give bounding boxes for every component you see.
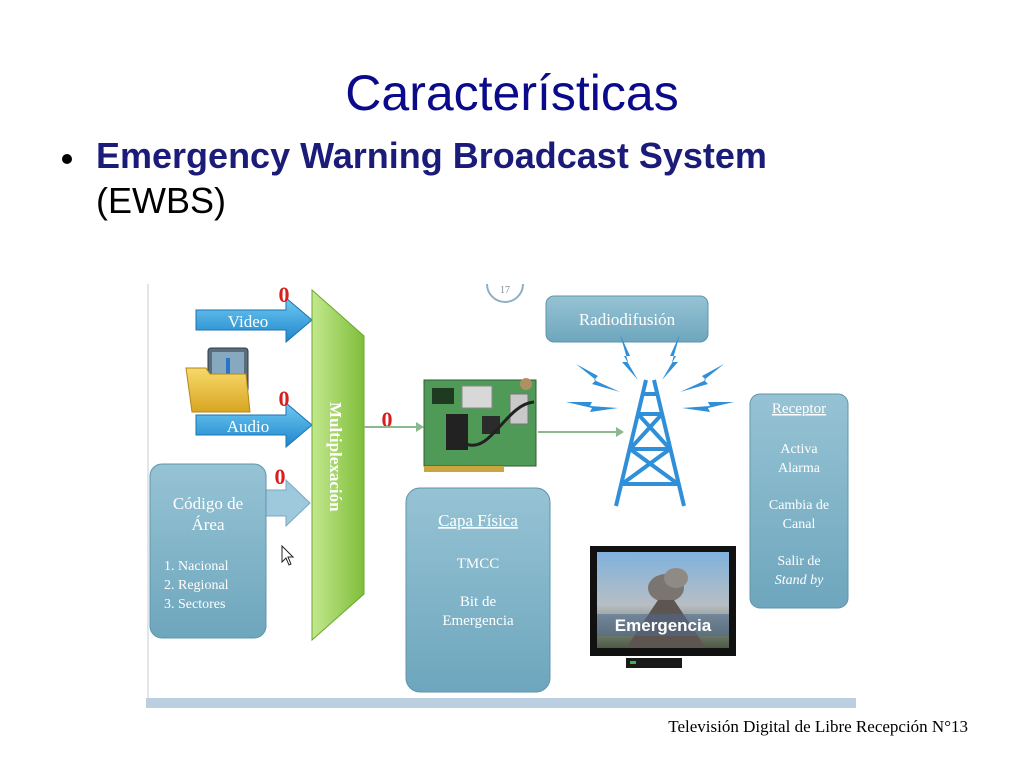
svg-text:Alarma: Alarma	[778, 461, 821, 476]
svg-text:Emergencia: Emergencia	[442, 613, 514, 629]
svg-text:Cambia de: Cambia de	[769, 498, 829, 513]
bullet-dot	[62, 154, 72, 164]
svg-text:Salir de: Salir de	[777, 554, 820, 569]
svg-text:Receptor: Receptor	[772, 401, 826, 417]
svg-text:Código de: Código de	[173, 494, 243, 513]
svg-text:3. Sectores: 3. Sectores	[164, 597, 225, 612]
zero-badge-mux: 0	[382, 407, 393, 432]
multiplexer-block: Multiplexación	[311, 288, 365, 642]
svg-text:Audio: Audio	[227, 417, 270, 436]
broadcast-box: Radiodifusión	[545, 295, 709, 343]
svg-text:Emergencia: Emergencia	[615, 616, 712, 635]
mouse-pointer-icon	[281, 544, 295, 566]
audio-arrow: Audio	[195, 401, 313, 449]
frame-bottom-bar	[146, 698, 856, 708]
zero-badge-audio: 0	[279, 386, 290, 411]
slide-footer: Televisión Digital de Libre Recepción N°…	[668, 717, 968, 736]
svg-text:Bit de: Bit de	[460, 594, 497, 610]
slide-title: Características	[345, 65, 679, 121]
svg-text:Canal: Canal	[783, 517, 816, 532]
bullet-rest-text: (EWBS)	[96, 180, 226, 221]
television-icon: Emergencia	[590, 546, 736, 668]
svg-text:Área: Área	[191, 515, 224, 534]
signal-bolts-icon	[566, 334, 734, 412]
svg-text:Radiodifusión: Radiodifusión	[579, 310, 676, 329]
svg-text:2. Regional: 2. Regional	[164, 578, 229, 593]
video-arrow: Video	[195, 296, 313, 344]
zero-badge-area: 0	[275, 464, 286, 489]
tuner-card-icon	[423, 378, 537, 472]
svg-text:Stand by: Stand by	[775, 573, 824, 588]
svg-text:TMCC: TMCC	[457, 556, 500, 572]
area-code-box: Código de Área 1. Nacional 2. Regional 3…	[149, 463, 267, 639]
physical-layer-box: Capa Física TMCC Bit de Emergencia	[405, 487, 551, 693]
svg-text:Multiplexación: Multiplexación	[326, 402, 345, 512]
ewbs-diagram: 17 Video Audio 0 0 0 0 Multiplexación Có…	[146, 284, 856, 708]
clock-icon: 17	[486, 284, 524, 303]
svg-text:Activa: Activa	[780, 442, 818, 457]
svg-text:17: 17	[500, 285, 510, 296]
svg-text:Video: Video	[228, 312, 269, 331]
area-code-arrow	[263, 478, 311, 528]
zero-badge-video: 0	[279, 284, 290, 307]
media-folder-icon	[185, 347, 251, 413]
svg-text:Capa Física: Capa Física	[438, 511, 518, 530]
card-to-tower-arrow	[538, 427, 624, 437]
bullet-bold-text: Emergency Warning Broadcast System	[96, 135, 767, 176]
mux-to-card-arrow	[364, 422, 424, 432]
broadcast-tower-icon	[614, 379, 686, 507]
svg-text:1. Nacional: 1. Nacional	[164, 559, 229, 574]
receiver-box: Receptor Activa Alarma Cambia de Canal S…	[749, 393, 849, 609]
